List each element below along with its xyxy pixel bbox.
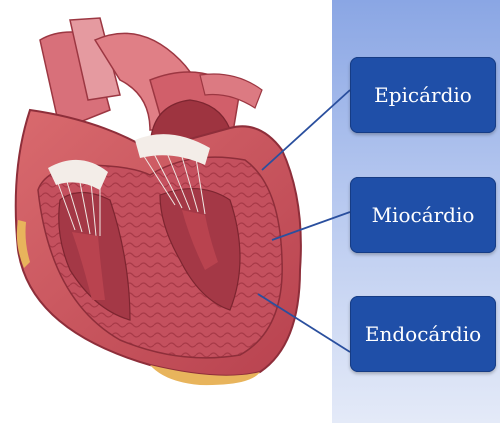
label-epicardio-box: Epicárdio: [350, 57, 496, 133]
label-miocardio-box: Miocárdio: [350, 177, 496, 253]
leader-lines: [257, 89, 351, 353]
label-endocardio: Endocárdio: [364, 322, 482, 346]
label-epicardio: Epicárdio: [374, 83, 472, 107]
epicardial-fat: [150, 365, 260, 386]
leader-line-epicardio: [261, 89, 351, 171]
label-miocardio: Miocárdio: [371, 203, 475, 227]
leader-line-endocardio: [257, 293, 351, 353]
label-endocardio-box: Endocárdio: [350, 296, 496, 372]
leader-line-miocardio: [271, 211, 351, 241]
valve-chordae: [54, 147, 206, 237]
